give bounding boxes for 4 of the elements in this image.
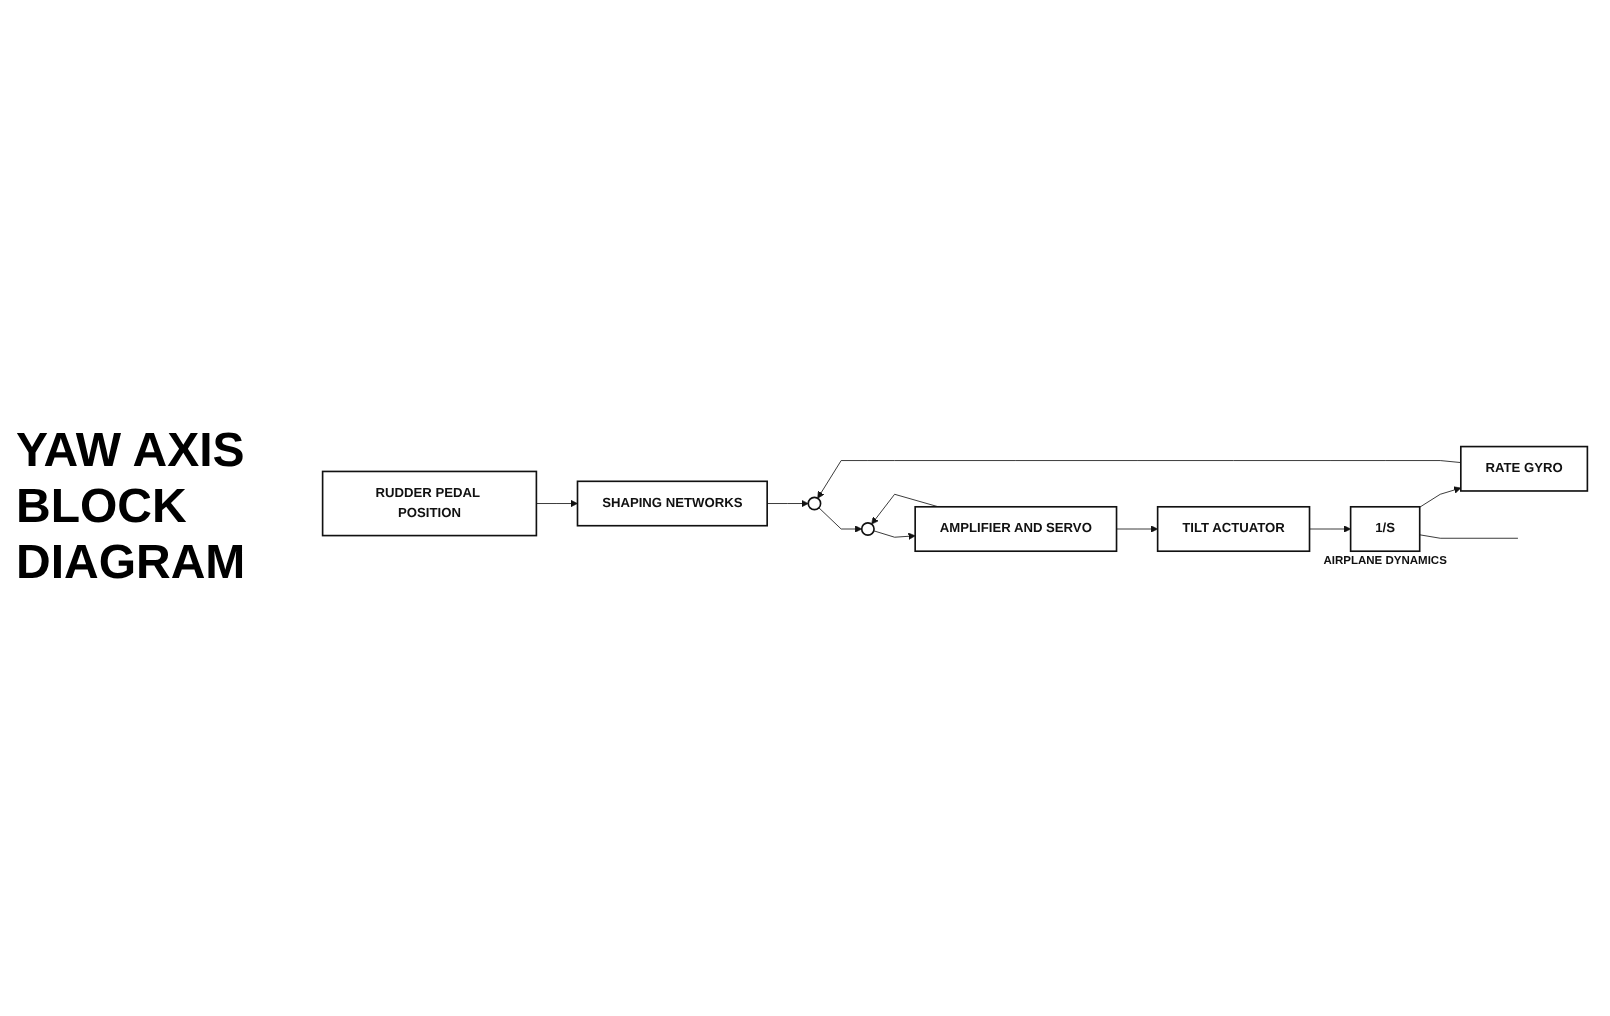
node-circle — [807, 497, 822, 512]
node-circle — [860, 522, 875, 537]
diagram-title: YAW AXIS BLOCK DIAGRAM — [16, 424, 248, 592]
connector — [1419, 534, 1519, 540]
